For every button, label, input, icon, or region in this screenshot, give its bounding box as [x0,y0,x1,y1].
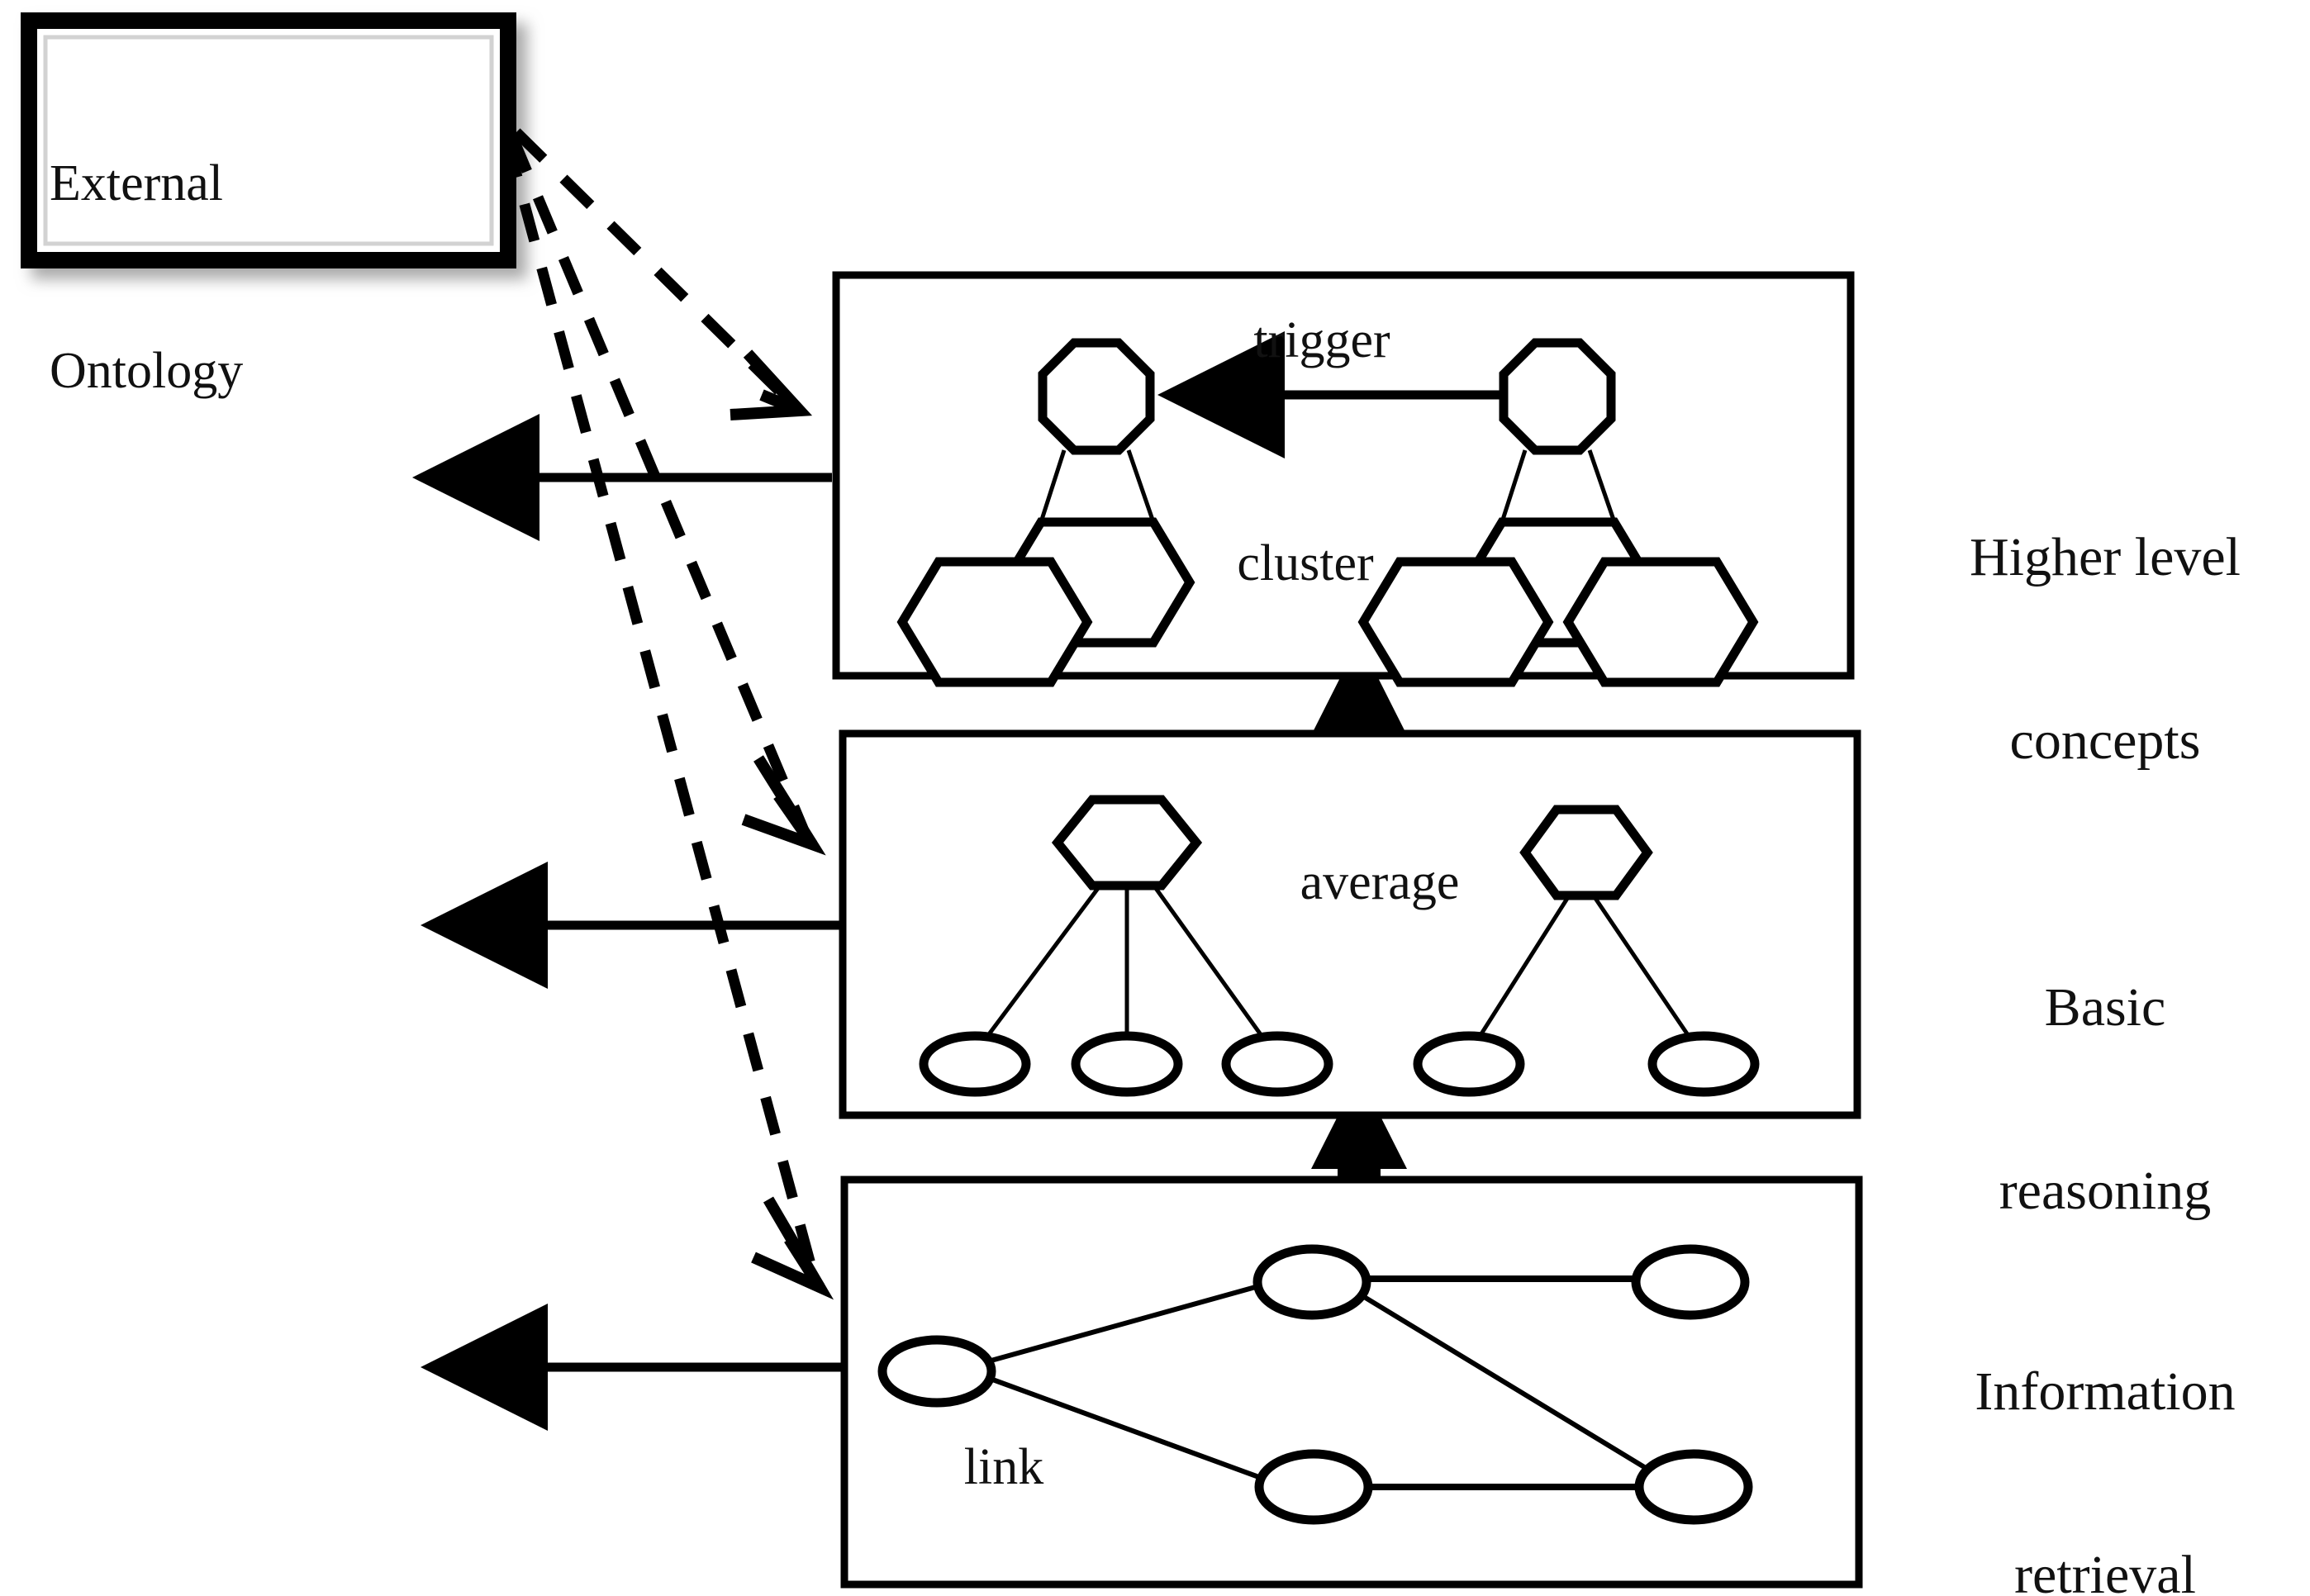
panel-higher-level-concepts [832,271,1855,687]
ellipse-reasoning-l1 [919,1031,1031,1097]
octagon-right [1499,338,1616,455]
cluster-right [1357,338,1759,687]
hexagon-right-lowleft [1357,557,1554,687]
ellipse-retrieval-bottom-center [1254,1449,1373,1525]
external-ontology-label: External Ontology [50,28,289,528]
side-label-basic-reasoning-line1: Basic [2044,976,2166,1038]
hexagon-right-lowright [1562,557,1759,687]
side-label-higher-level-line2: concepts [2009,710,2201,771]
dashed-arrow-to-basic-reasoning [507,134,826,856]
side-label-information-retrieval: Information retrieval [1890,1239,2310,1596]
panel-information-retrieval [840,1176,1863,1589]
external-ontology-box [21,12,516,268]
cluster-left [896,338,1195,687]
ellipse-retrieval-top-right [1631,1244,1750,1320]
ellipse-reasoning-l3 [1221,1031,1333,1097]
reasoning-group-left [919,795,1333,1097]
hexagon-left-low [896,557,1093,687]
hexagon-reasoning-right [1519,805,1653,900]
ellipse-reasoning-r2 [1647,1031,1760,1097]
cluster-label: cluster [1237,535,1374,591]
side-label-information-retrieval-line2: retrieval [2014,1544,2196,1596]
retrieval-network [877,1244,1753,1525]
side-label-basic-reasoning: Basic reasoning [1890,855,2310,1343]
link-label: link [963,1439,1044,1495]
ellipse-retrieval-left [877,1335,996,1408]
ellipse-retrieval-top-center [1252,1244,1371,1320]
octagon-left [1038,338,1155,455]
dashed-arrow-to-higher-level [512,128,813,420]
average-label: average [1300,854,1460,910]
hexagon-reasoning-left [1051,795,1203,891]
ellipse-reasoning-l2 [1071,1031,1183,1097]
ellipse-retrieval-bottom-right [1634,1449,1753,1525]
panel-basic-reasoning [839,729,1861,1119]
external-ontology-label-line1: External [50,155,224,212]
thick-up-arrow-to-basic-reasoning [1311,1074,1407,1239]
ellipse-reasoning-r1 [1413,1031,1525,1097]
thick-up-arrow-to-higher-level [1311,640,1407,797]
reasoning-group-right [1413,805,1760,1097]
trigger-label: trigger [1253,312,1390,368]
side-label-higher-level-concepts: Higher level concepts [1890,405,2310,893]
dashed-arrow-to-information-retrieval [501,139,834,1300]
external-ontology-label-line2: Ontology [50,343,244,400]
side-label-information-retrieval-line1: Information [1975,1361,2236,1422]
side-label-basic-reasoning-line2: reasoning [1999,1160,2212,1221]
side-label-higher-level-line1: Higher level [1969,526,2241,587]
